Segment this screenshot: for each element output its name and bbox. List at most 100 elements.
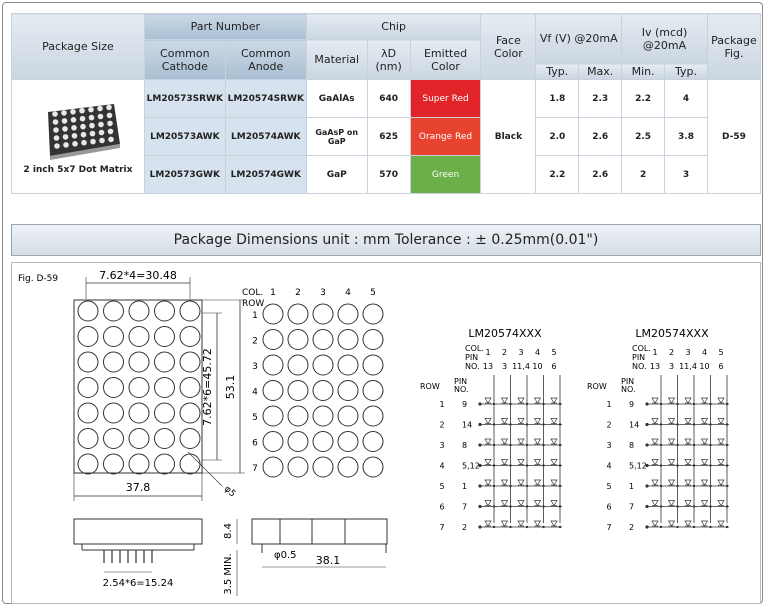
schematic-junction — [558, 402, 562, 406]
schematic-junction — [558, 484, 562, 488]
package-led-dot — [72, 141, 78, 147]
schematic-row-number: 2 — [439, 421, 444, 430]
schematic-led-symbol — [700, 520, 709, 527]
grid-led-dot — [337, 456, 359, 478]
dim-min-label: 3.5 MIN. — [223, 553, 234, 594]
schematic-junction — [692, 443, 696, 447]
schematic-led-symbol — [517, 520, 525, 527]
schematic-junction — [509, 484, 512, 488]
schematic-junction — [509, 464, 512, 467]
schematic-junction — [558, 525, 562, 529]
schematic-junction — [492, 484, 496, 488]
row2-iv-typ: 3.8 — [664, 117, 708, 156]
schematic-led-symbol — [667, 479, 676, 486]
package-led-dot — [70, 117, 77, 123]
schematic-led-symbol — [517, 418, 525, 425]
schematic-led-symbol — [700, 397, 709, 404]
schematic-led-symbol — [500, 418, 509, 425]
schematic-junction — [525, 505, 529, 508]
dimension-drawing: Fig. D-59 7.62*4=30.48 7.62*6=45.72 53.1… — [11, 262, 761, 604]
front-led-dot — [77, 326, 99, 347]
front-led-dot — [179, 453, 201, 475]
schematic-led-symbol — [533, 500, 542, 507]
schematic-junction — [509, 423, 512, 426]
schematic-led-symbol — [667, 459, 676, 466]
row1-vf-max: 2.3 — [578, 79, 623, 118]
dim-pin-label: φ0.5 — [274, 550, 297, 561]
package-led-dot — [62, 126, 68, 132]
schematic-junction — [676, 505, 679, 508]
row3-vf-typ: 2.2 — [535, 155, 580, 194]
schematic-node — [645, 525, 649, 529]
grid-led-dot — [337, 329, 359, 350]
package-led-dot — [62, 134, 69, 140]
schematic-junction — [492, 423, 496, 426]
schematic-junction — [692, 423, 696, 426]
package-led-dot — [81, 139, 87, 146]
schematic-led-symbol — [550, 520, 558, 527]
schematic-col-number: 5 — [551, 348, 556, 357]
schematic-junction — [676, 464, 679, 467]
schematic-led-symbol — [500, 479, 509, 486]
schematic-col-number: 2 — [502, 348, 507, 357]
package-led-dot — [79, 107, 85, 114]
schematic-led-symbol — [700, 479, 709, 486]
schematic-junction — [492, 402, 496, 406]
front-led-dot — [77, 300, 99, 322]
schematic-junction — [709, 464, 712, 467]
schematic-junction — [676, 402, 679, 406]
schematic-col-number: 4 — [535, 348, 540, 357]
schematic-led-symbol — [484, 397, 492, 404]
schematic-led-symbol — [533, 479, 542, 486]
schematic-led-symbol — [717, 479, 725, 486]
schematic-node — [645, 484, 649, 488]
grid-led-dot — [312, 354, 334, 376]
schematic-led-symbol — [517, 479, 525, 486]
schematic-node — [478, 484, 482, 488]
header-material: Material — [305, 39, 368, 80]
schematic-junction — [542, 423, 545, 426]
schematic-led-symbol — [684, 500, 692, 507]
schematic-led-symbol — [684, 397, 692, 404]
schematic-junction — [676, 443, 679, 447]
header-common-anode: Common Anode — [224, 39, 307, 80]
front-led-dot — [154, 428, 175, 449]
schematic-title: LM20574XXX — [635, 327, 709, 340]
schematic-col-header: PIN — [465, 353, 478, 362]
row2-iv-min: 2.5 — [621, 117, 666, 156]
schematic-row-number: 5 — [439, 482, 444, 491]
schematic-node — [478, 422, 482, 427]
schematic-junction — [525, 423, 529, 426]
schematic-led-symbol — [651, 479, 659, 486]
schematic-junction — [709, 525, 712, 529]
schematic-led-symbol — [667, 438, 676, 445]
grid-led-dot — [262, 456, 284, 478]
front-led-dot — [103, 351, 124, 373]
row-number: 6 — [252, 439, 258, 449]
package-led-dot — [54, 143, 60, 149]
package-led-dot — [108, 136, 114, 143]
schematic-junction — [558, 443, 562, 447]
package-led-dot — [97, 113, 104, 120]
schematic-junction — [725, 464, 729, 467]
schematic-node — [645, 443, 649, 447]
row3-iv-typ: 3 — [664, 155, 708, 194]
schematic-row-pin: 14 — [629, 421, 639, 430]
schematic-junction — [525, 484, 529, 488]
schematic-junction — [542, 402, 545, 406]
header-part-number: Part Number — [143, 13, 307, 40]
package-led-dot — [52, 119, 59, 125]
front-led-dot — [179, 377, 201, 398]
front-led-dot — [128, 300, 150, 322]
schematic-junction — [542, 443, 545, 447]
row2-vf-max: 2.6 — [578, 117, 623, 156]
schematic-led-symbol — [517, 459, 525, 466]
row2-color: Orange Red — [409, 117, 482, 156]
column-number: 4 — [345, 288, 351, 298]
header-package-size: Package Size — [11, 13, 145, 80]
schematic-col-header: COL. — [632, 344, 651, 353]
row1-material: GaAlAs — [305, 79, 368, 118]
